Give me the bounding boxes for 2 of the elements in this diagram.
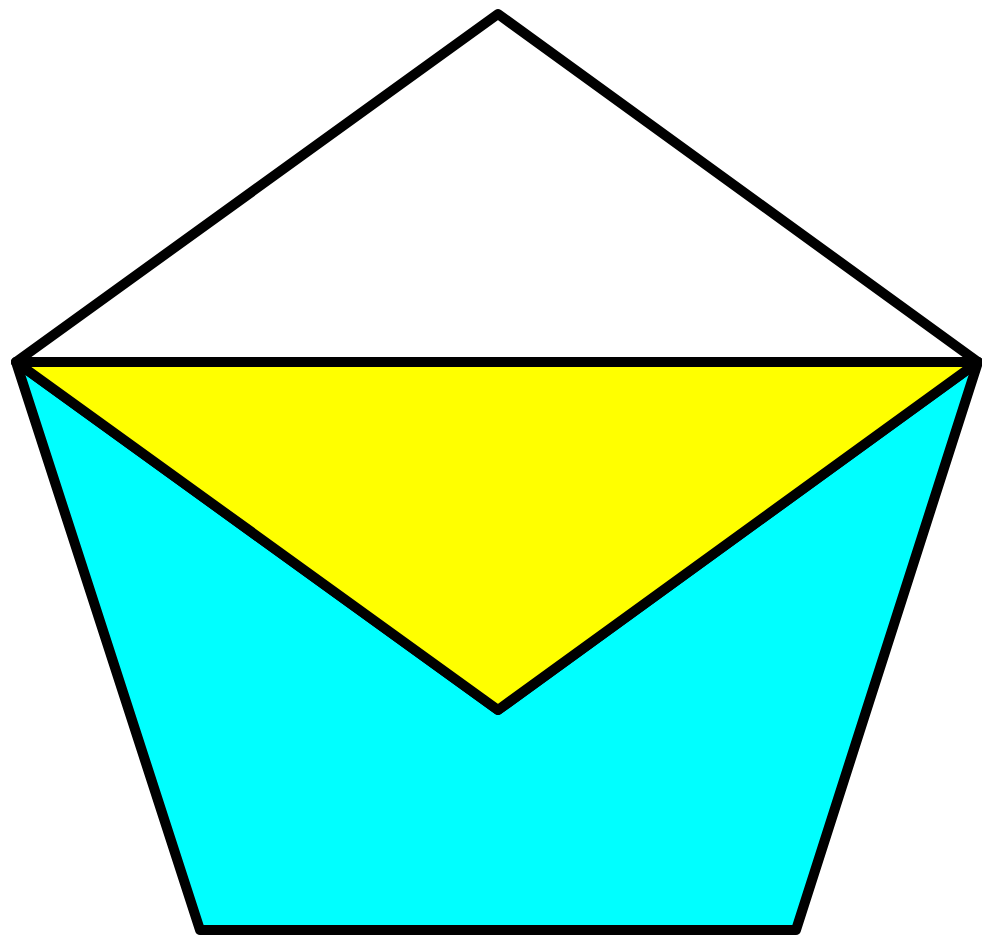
middle-triangle xyxy=(11,357,982,715)
bottom-section xyxy=(11,357,982,935)
